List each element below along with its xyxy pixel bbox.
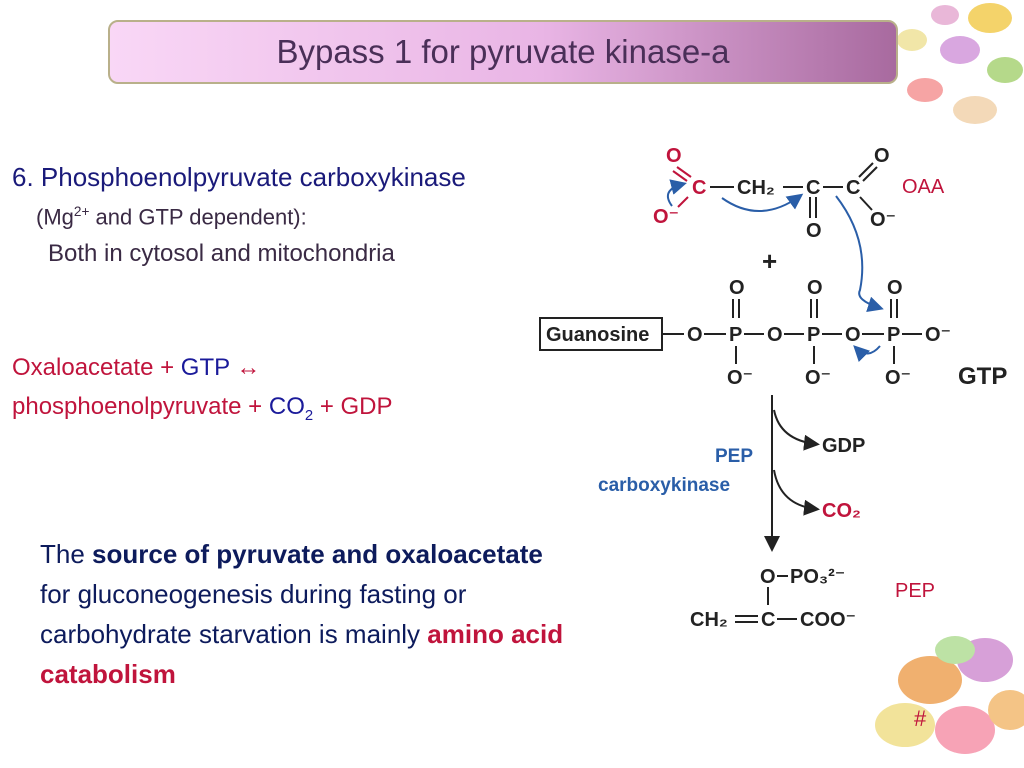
oaa-c1: C [692, 177, 706, 199]
oaa-o-top: O [666, 145, 682, 167]
oaa-c3: C [846, 177, 860, 199]
source-bold-1: source of pyruvate and oxaloacetate [92, 539, 543, 569]
pep-o: O [760, 566, 776, 588]
oaa-o-minus: O⁻ [653, 206, 679, 228]
gtp-structure: Guanosine O P O P O P O⁻ O O O O⁻ O⁻ O⁻ [539, 277, 951, 389]
oaa-structure: O C O⁻ CH₂ C O C O O⁻ [653, 145, 896, 242]
gtp-o-minus-end: O⁻ [925, 324, 951, 346]
pep-ch2: CH₂ [690, 609, 728, 631]
pep-c: C [761, 609, 775, 631]
cofactor-line: (Mg2+ and GTP dependent): [36, 204, 307, 230]
oaa-o-keto: O [806, 220, 822, 242]
source-paragraph: The source of pyruvate and oxaloacetate … [40, 534, 580, 694]
oaa-label: OAA [902, 176, 945, 198]
equation-gdp: + GDP [313, 393, 393, 420]
gtp-p-gamma-o-top: O [887, 277, 903, 299]
gdp-product: GDP [822, 435, 865, 457]
guanosine-label: Guanosine [546, 324, 649, 346]
pep-coo: COO⁻ [800, 609, 856, 631]
equation-arrow: ↔ [229, 354, 261, 381]
gtp-p-alpha: P [729, 324, 742, 346]
oaa-o-top-right: O [874, 145, 890, 167]
equation-gtp: GTP [180, 354, 230, 381]
gtp-p-alpha-o-bottom: O⁻ [727, 367, 753, 389]
cofactor-open: (Mg [36, 204, 74, 230]
pep-label: PEP [895, 580, 936, 602]
pep-po3: PO₃²⁻ [790, 566, 845, 588]
oaa-ch2: CH₂ [737, 177, 775, 199]
gtp-o-2: O [767, 324, 783, 346]
source-bold-2: amino acid catabolism [40, 619, 564, 689]
source-p2: for gluconeogenesis during fasting or ca… [40, 579, 467, 649]
gtp-p-gamma-o-bottom: O⁻ [885, 367, 911, 389]
gtp-p-gamma: P [887, 324, 900, 346]
location-line: Both in cytosol and mitochondria [48, 240, 395, 267]
plus-sign: + [762, 246, 777, 276]
equation-co2-sub: 2 [304, 407, 314, 424]
gtp-o-3: O [845, 324, 861, 346]
oaa-o-minus-right: O⁻ [870, 209, 896, 231]
equation-co2: CO [268, 393, 305, 420]
gtp-p-beta: P [807, 324, 820, 346]
cofactor-charge: 2+ [73, 204, 90, 219]
equation-pep: phosphoenolpyruvate + [12, 393, 269, 420]
equation-oaa: Oxaloacetate + [12, 354, 181, 381]
gtp-p-beta-o-bottom: O⁻ [805, 367, 831, 389]
pep-structure: O PO₃²⁻ CH₂ C COO⁻ [690, 566, 856, 631]
co2-product: CO₂ [822, 500, 861, 522]
gtp-p-beta-o-top: O [807, 277, 823, 299]
gtp-p-alpha-o-top: O [729, 277, 745, 299]
cofactor-rest: and GTP dependent): [89, 204, 307, 230]
enzyme-label-line-1: PEP [715, 446, 753, 467]
title-banner: Bypass 1 for pyruvate kinase-a [108, 20, 898, 84]
enzyme-label-line-2: carboxykinase [598, 475, 730, 496]
slide-title: Bypass 1 for pyruvate kinase-a [276, 33, 730, 70]
equation-line-2: phosphoenolpyruvate + CO2 + GDP [12, 393, 393, 424]
gtp-label: GTP [958, 363, 1007, 390]
oaa-c2: C [806, 177, 820, 199]
equation-line-1: Oxaloacetate + GTP ↔ [12, 354, 260, 382]
source-p1: The [40, 539, 93, 569]
page-number: # [914, 706, 927, 731]
enzyme-heading: 6. Phosphoenolpyruvate carboxykinase [12, 162, 466, 192]
gtp-o-1: O [687, 324, 703, 346]
